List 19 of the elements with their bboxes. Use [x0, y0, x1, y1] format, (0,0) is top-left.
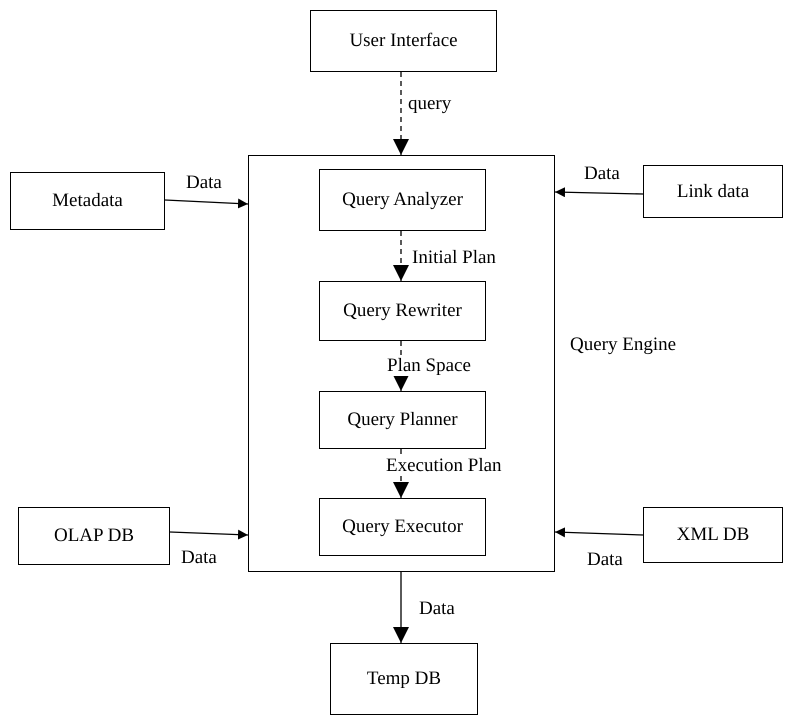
process-box: Query Executor — [319, 498, 486, 556]
process-box: User Interface — [310, 10, 497, 72]
edge-label: Plan Space — [386, 355, 472, 376]
process-box: XML DB — [643, 507, 783, 563]
container-title: Query Engine — [570, 334, 676, 356]
process-box: Temp DB — [330, 643, 478, 715]
arrow — [554, 527, 644, 538]
process-box: OLAP DB — [18, 507, 170, 565]
arrow — [393, 572, 409, 643]
arrow — [393, 231, 409, 281]
process-box: Query Rewriter — [319, 281, 486, 341]
arrow — [170, 530, 248, 540]
process-box: Link data — [643, 165, 783, 218]
process-box: Query Planner — [319, 391, 486, 449]
process-box: Metadata — [10, 172, 165, 230]
process-box: Query Analyzer — [319, 169, 486, 231]
arrow — [393, 72, 409, 155]
arrow — [554, 187, 644, 198]
arrow — [164, 198, 248, 209]
